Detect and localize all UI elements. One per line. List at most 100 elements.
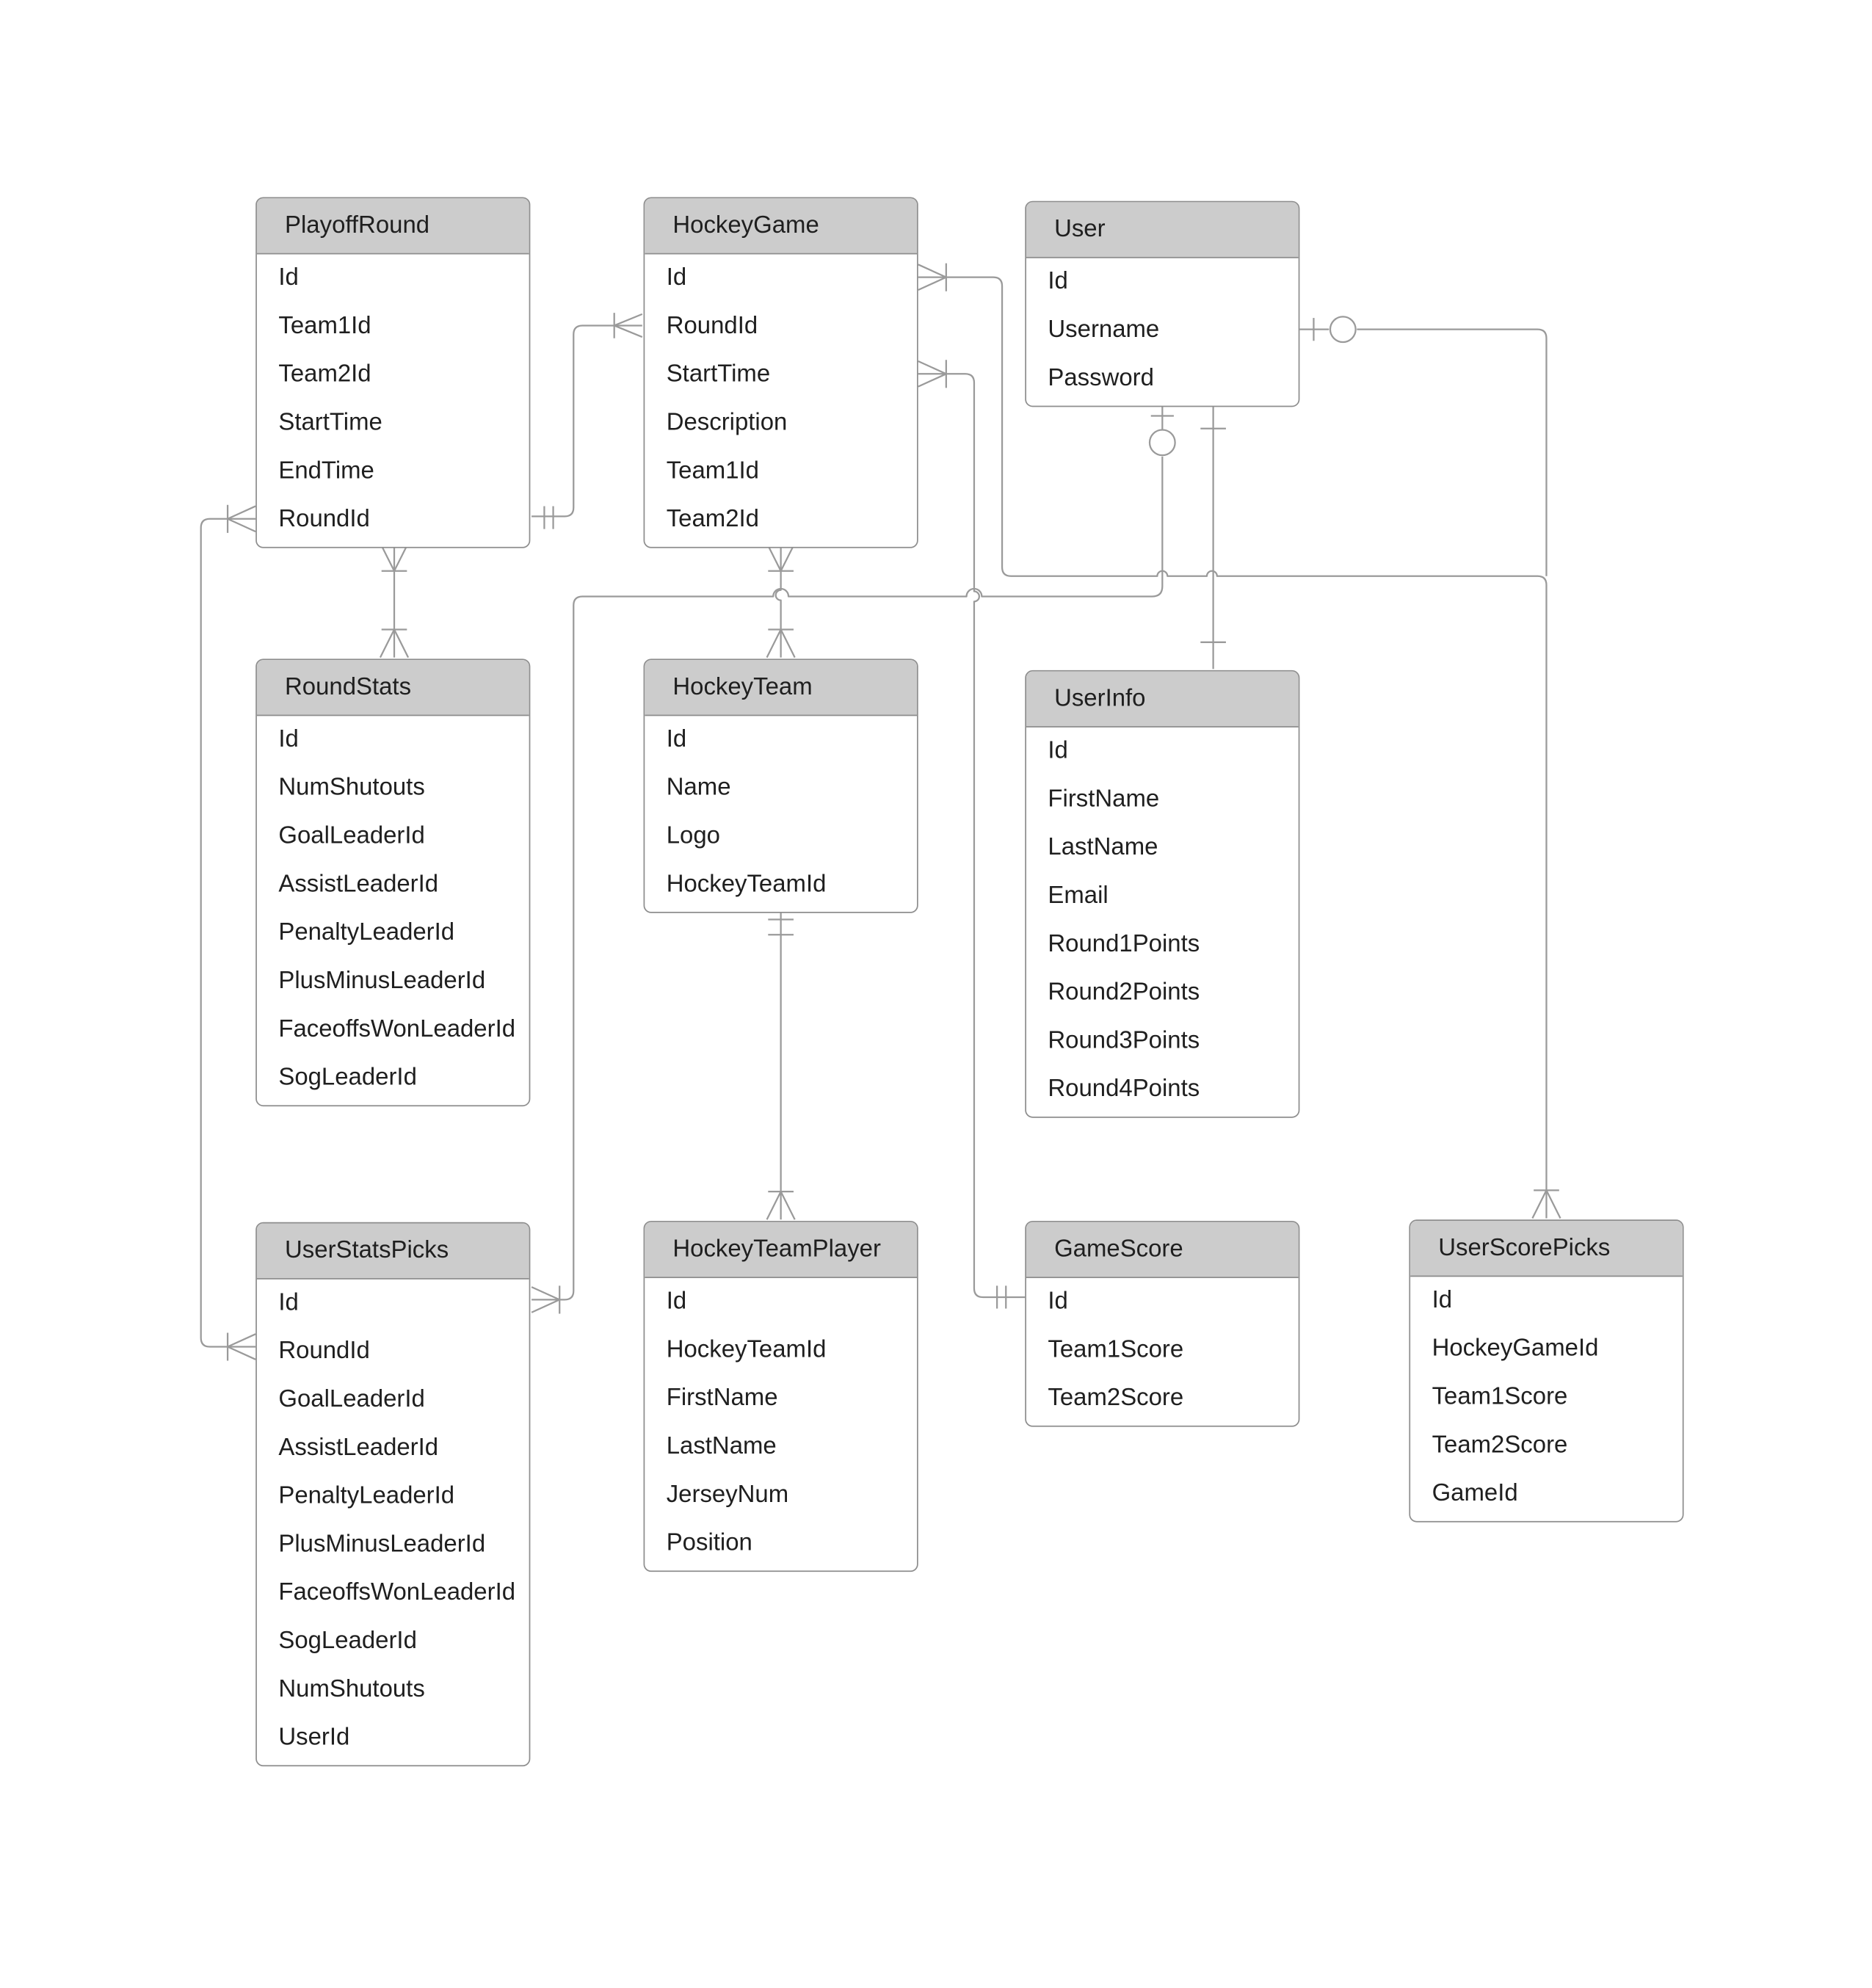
attribute: PlusMinusLeaderId bbox=[278, 1531, 486, 1559]
attribute: Id bbox=[1432, 1287, 1453, 1314]
entity-user[interactable]: User Id Username Password bbox=[1025, 200, 1300, 407]
attribute: Name bbox=[666, 774, 731, 802]
attribute: AssistLeaderId bbox=[278, 1434, 439, 1462]
entity-title: RoundStats bbox=[256, 660, 529, 717]
attribute: JerseyNum bbox=[666, 1481, 789, 1509]
entity-title: PlayoffRound bbox=[256, 198, 529, 255]
attribute: Team1Id bbox=[666, 457, 759, 485]
attribute-list: Id Username Password bbox=[1026, 258, 1299, 406]
attribute: NumShutouts bbox=[278, 1676, 425, 1703]
attribute: HockeyTeamId bbox=[666, 1336, 827, 1364]
entity-playoffround[interactable]: PlayoffRound Id Team1Id Team2Id StartTim… bbox=[255, 197, 531, 548]
attribute: Position bbox=[666, 1529, 752, 1557]
attribute: Description bbox=[666, 409, 788, 437]
entity-gamescore[interactable]: GameScore Id Team1Score Team2Score bbox=[1025, 1221, 1300, 1427]
attribute-list: Id HockeyGameId Team1Score Team2Score Ga… bbox=[1410, 1277, 1683, 1521]
attribute-list: Id FirstName LastName Email Round1Points… bbox=[1026, 728, 1299, 1117]
entity-title: GameScore bbox=[1026, 1222, 1299, 1278]
attribute-list: Id RoundId StartTime Description Team1Id… bbox=[645, 254, 917, 546]
attribute-list: Id Team1Score Team2Score bbox=[1026, 1278, 1299, 1426]
attribute: Round2Points bbox=[1048, 979, 1200, 1006]
link-user-userscorepicks bbox=[1299, 316, 1548, 576]
attribute: Team1Id bbox=[278, 313, 371, 340]
attribute: GoalLeaderId bbox=[278, 1386, 425, 1413]
attribute: Round1Points bbox=[1048, 931, 1200, 958]
attribute: Email bbox=[1048, 882, 1109, 910]
attribute: Id bbox=[666, 1288, 687, 1316]
attribute: HockeyTeamId bbox=[666, 871, 827, 899]
attribute: RoundId bbox=[666, 313, 758, 340]
attribute: Round3Points bbox=[1048, 1027, 1200, 1055]
attribute: AssistLeaderId bbox=[278, 871, 439, 899]
link-user-userinfo bbox=[1200, 402, 1226, 670]
attribute: Logo bbox=[666, 822, 720, 850]
attribute: Id bbox=[666, 726, 687, 753]
link-hockeygame-gamescore bbox=[918, 360, 1026, 1309]
attribute: UserId bbox=[278, 1724, 350, 1752]
attribute: Username bbox=[1048, 316, 1160, 344]
attribute: FaceoffsWonLeaderId bbox=[278, 1016, 516, 1043]
attribute-list: Id Name Logo HockeyTeamId bbox=[645, 716, 917, 912]
entity-userinfo[interactable]: UserInfo Id FirstName LastName Email Rou… bbox=[1025, 670, 1300, 1118]
link-playoffround-userstatspicks bbox=[200, 504, 256, 1361]
attribute: Id bbox=[1048, 268, 1068, 295]
attribute: SogLeaderId bbox=[278, 1628, 417, 1655]
attribute: Id bbox=[1048, 1288, 1068, 1316]
entity-title: UserStatsPicks bbox=[256, 1223, 529, 1280]
attribute: GameId bbox=[1432, 1480, 1518, 1507]
link-hockeyteam-hockeyteamplayer bbox=[766, 907, 796, 1220]
link-hockeygame-userscorepicks bbox=[918, 263, 1561, 1219]
attribute: PenaltyLeaderId bbox=[278, 919, 455, 946]
entity-hockeyteamplayer[interactable]: HockeyTeamPlayer Id HockeyTeamId FirstNa… bbox=[643, 1221, 918, 1572]
attribute: StartTime bbox=[278, 409, 382, 437]
attribute: NumShutouts bbox=[278, 774, 425, 802]
attribute: LastName bbox=[1048, 834, 1158, 861]
attribute: RoundId bbox=[278, 1338, 370, 1365]
attribute: Id bbox=[278, 1289, 299, 1316]
attribute: EndTime bbox=[278, 457, 374, 485]
attribute: FirstName bbox=[1048, 786, 1160, 813]
attribute: Team2Id bbox=[666, 506, 759, 533]
attribute: Team1Score bbox=[1432, 1383, 1568, 1411]
entity-title: UserInfo bbox=[1026, 671, 1299, 728]
attribute-list: Id Team1Id Team2Id StartTime EndTime Rou… bbox=[257, 254, 529, 546]
entity-roundstats[interactable]: RoundStats Id NumShutouts GoalLeaderId A… bbox=[255, 659, 531, 1107]
entity-hockeyteam[interactable]: HockeyTeam Id Name Logo HockeyTeamId bbox=[643, 659, 918, 913]
attribute: Team2Score bbox=[1048, 1385, 1184, 1412]
entity-title: HockeyTeam bbox=[645, 660, 917, 717]
attribute: Team1Score bbox=[1048, 1336, 1184, 1364]
attribute-list: Id NumShutouts GoalLeaderId AssistLeader… bbox=[257, 716, 529, 1105]
attribute: Id bbox=[278, 264, 299, 291]
link-playoffround-roundstats bbox=[379, 543, 410, 659]
entity-hockeygame[interactable]: HockeyGame Id RoundId StartTime Descript… bbox=[643, 197, 918, 548]
attribute: Team2Score bbox=[1432, 1432, 1568, 1459]
attribute: Id bbox=[1048, 737, 1068, 765]
attribute: LastName bbox=[666, 1433, 777, 1460]
entity-title: UserScorePicks bbox=[1410, 1221, 1683, 1277]
entity-userscorepicks[interactable]: UserScorePicks Id HockeyGameId Team1Scor… bbox=[1409, 1219, 1684, 1523]
attribute: HockeyGameId bbox=[1432, 1335, 1599, 1363]
attribute: RoundId bbox=[278, 506, 370, 533]
entity-title: HockeyTeamPlayer bbox=[645, 1222, 917, 1278]
entity-title: HockeyGame bbox=[645, 198, 917, 255]
link-playoffround-hockeygame bbox=[532, 313, 643, 529]
link-hockeygame-hockeyteam bbox=[766, 543, 796, 659]
attribute: PlusMinusLeaderId bbox=[278, 968, 486, 995]
attribute: GoalLeaderId bbox=[278, 822, 425, 850]
attribute: Id bbox=[278, 726, 299, 753]
attribute: StartTime bbox=[666, 360, 771, 388]
attribute: Id bbox=[666, 264, 687, 291]
attribute: Password bbox=[1048, 365, 1154, 392]
attribute: FirstName bbox=[666, 1385, 778, 1412]
attribute: Team2Id bbox=[278, 360, 371, 388]
attribute-list: Id RoundId GoalLeaderId AssistLeaderId P… bbox=[257, 1280, 529, 1766]
attribute: SogLeaderId bbox=[278, 1064, 417, 1092]
entity-title: User bbox=[1026, 202, 1299, 258]
entity-userstatspicks[interactable]: UserStatsPicks Id RoundId GoalLeaderId A… bbox=[255, 1222, 531, 1767]
attribute: Round4Points bbox=[1048, 1075, 1200, 1103]
attribute: PenaltyLeaderId bbox=[278, 1482, 455, 1510]
attribute-list: Id HockeyTeamId FirstName LastName Jerse… bbox=[645, 1278, 917, 1570]
attribute: FaceoffsWonLeaderId bbox=[278, 1579, 516, 1606]
